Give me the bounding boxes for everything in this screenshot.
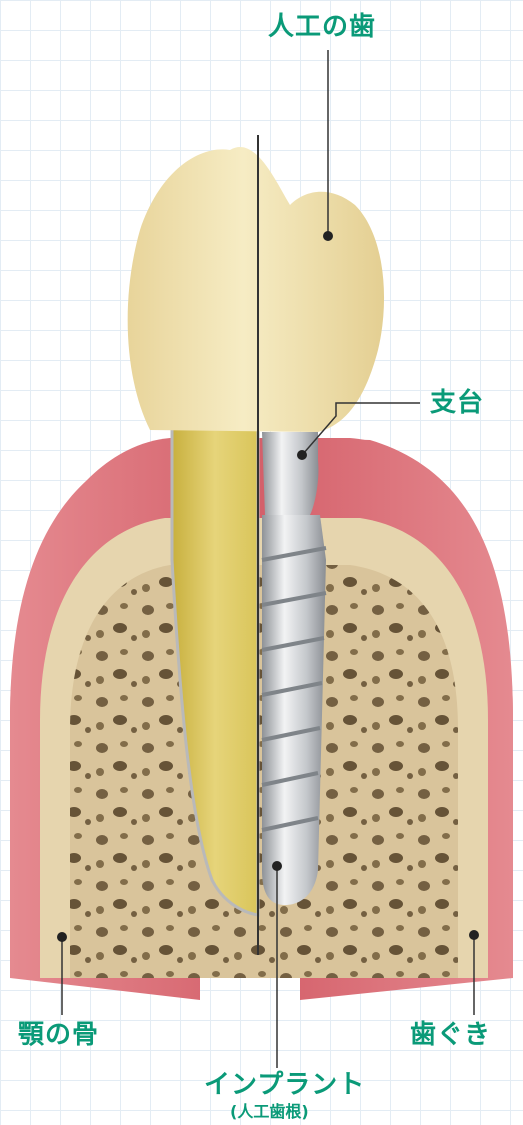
label-implant: インプラント [204, 1072, 365, 1098]
label-artificial-tooth: 人工の歯 [268, 14, 376, 40]
dot-abutment [297, 450, 307, 460]
dot-jaw-bone [57, 932, 67, 942]
crown-shape [128, 147, 384, 432]
implant-body [262, 515, 326, 905]
label-gum: 歯ぐき [410, 1022, 491, 1048]
abutment-shape [262, 432, 318, 515]
dot-gum [469, 930, 479, 940]
label-jaw-bone: 顎の骨 [18, 1022, 99, 1048]
dot-artificial-tooth [323, 231, 333, 241]
dot-implant [272, 861, 282, 871]
label-abutment: 支台 [430, 390, 484, 416]
label-implant-sub: (人工歯根) [230, 1104, 309, 1120]
